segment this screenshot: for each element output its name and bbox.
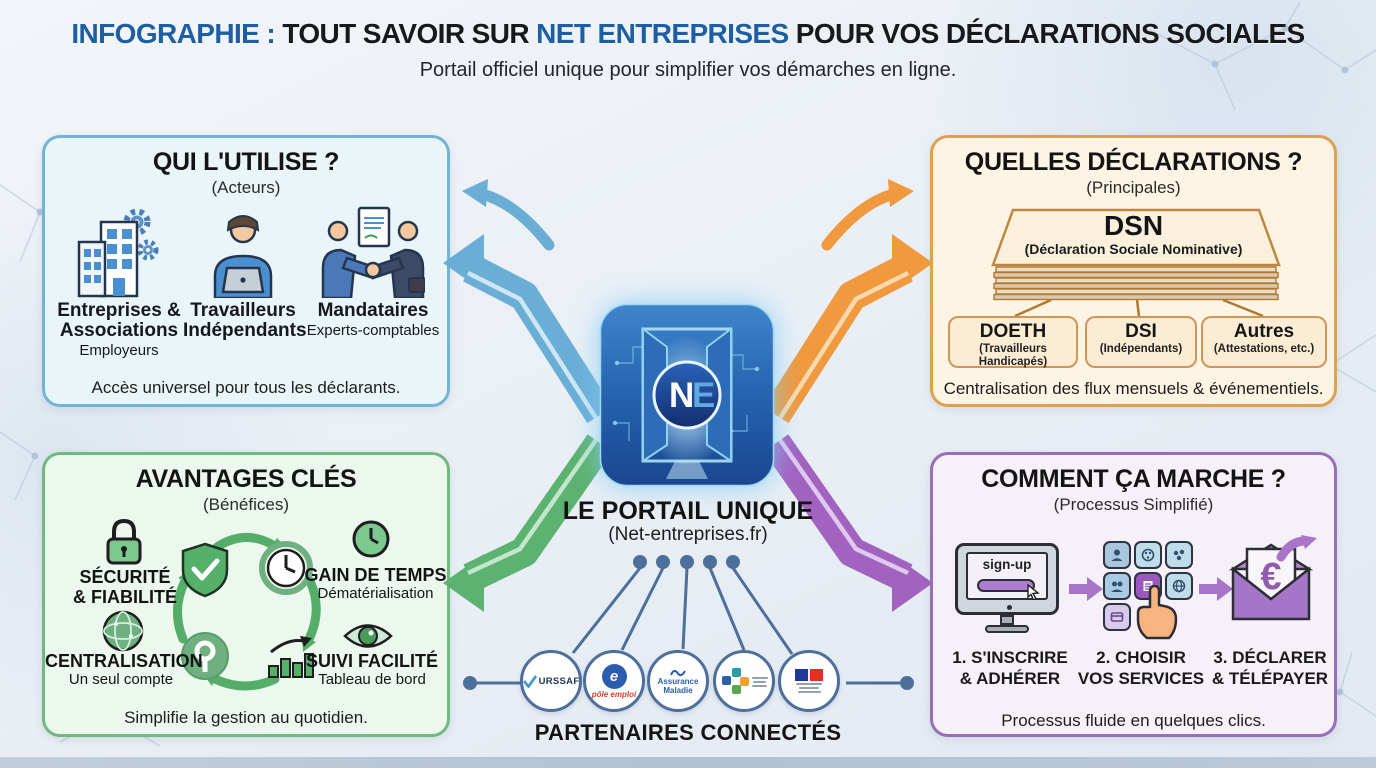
benefits-cycle-arrows bbox=[173, 533, 321, 691]
globe-icon bbox=[102, 610, 144, 652]
benefit-security: SÉCURITÉ & FIABILITÉ bbox=[73, 567, 177, 607]
clock-ring-icon bbox=[259, 541, 313, 595]
shield-check-icon bbox=[181, 542, 229, 598]
badge-letter-e: E bbox=[692, 376, 715, 415]
service-cell-globe bbox=[1165, 572, 1193, 600]
arrow-to-users bbox=[443, 179, 613, 424]
panel-footer: Processus fluide en quelques clics. bbox=[1001, 711, 1266, 730]
service-cell-card bbox=[1103, 603, 1131, 631]
eye-icon bbox=[343, 624, 393, 648]
panel-title: COMMENT ÇA MARCHE ? bbox=[981, 465, 1286, 493]
envelope-euro-icon: € bbox=[1228, 535, 1317, 621]
illegible-text-bars bbox=[796, 681, 822, 693]
dsn-subtitle: (Déclaration Sociale Nominative) bbox=[1024, 241, 1243, 257]
portal-url: (Net-entreprises.fr) bbox=[608, 524, 768, 545]
signup-button bbox=[977, 579, 1035, 592]
title-brand: NET ENTREPRISES bbox=[536, 18, 789, 49]
services-grid-icon bbox=[1103, 541, 1195, 631]
colored-squares-logo bbox=[721, 668, 749, 694]
panel-subtitle: (Acteurs) bbox=[211, 178, 281, 197]
bar-chart-icon bbox=[268, 636, 314, 678]
step-arrow-icon bbox=[1069, 577, 1103, 601]
declaration-chip-doeth: DOETH (Travailleurs Handicapés) bbox=[948, 316, 1078, 368]
declaration-chip-autres: Autres (Attestations, etc.) bbox=[1201, 316, 1327, 368]
panel-title: AVANTAGES CLÉS bbox=[135, 465, 357, 493]
user-group-employers: Entreprises & Associations Employeurs bbox=[57, 300, 181, 360]
partner-circle-gouv bbox=[778, 650, 840, 712]
assurance-maladie-logo bbox=[670, 669, 686, 677]
benefit-centralisation: CENTRALISATION Un seul compte bbox=[45, 651, 203, 688]
panel-who-uses-it: QUI L'UTILISE ? (Acteurs) bbox=[42, 135, 450, 407]
user-group-independents: Travailleurs Indépendants bbox=[183, 300, 307, 341]
french-flag-logo bbox=[795, 669, 823, 681]
service-cell-users bbox=[1103, 572, 1131, 600]
ne-badge bbox=[652, 360, 722, 430]
service-cell-palette bbox=[1134, 541, 1162, 569]
step-arrow-icon bbox=[1199, 577, 1233, 601]
declaration-chip-dsi: DSI (Indépendants) bbox=[1085, 316, 1197, 368]
arrow-to-declarations bbox=[763, 179, 933, 424]
panel-how-it-works: COMMENT ÇA MARCHE ? (Processus Simplifié… bbox=[930, 452, 1337, 737]
pin-circle-icon bbox=[181, 632, 229, 680]
cursor-icon bbox=[1027, 584, 1040, 600]
step-3-label: 3. DÉCLARER & TÉLÉPAYER bbox=[1211, 648, 1329, 688]
illegible-text-bars bbox=[751, 675, 768, 687]
lock-icon bbox=[106, 518, 142, 565]
step-2-label: 2. CHOISIR VOS SERVICES bbox=[1077, 648, 1205, 688]
user-group-mandataires: Mandataires Experts-comptables bbox=[306, 300, 440, 340]
dsn-title: DSN bbox=[1103, 210, 1164, 241]
panel-title: QUELLES DÉCLARATIONS ? bbox=[964, 148, 1303, 176]
dsn-stack-icon bbox=[991, 208, 1281, 318]
pointing-hand-icon bbox=[1136, 585, 1178, 640]
building-gears-icon bbox=[77, 208, 159, 298]
pole-emploi-logo: e bbox=[601, 663, 627, 689]
urssaf-logo bbox=[522, 674, 537, 688]
monitor-neck bbox=[1000, 615, 1014, 625]
clock-icon bbox=[352, 520, 390, 558]
net-entreprises-portal-logo: N E bbox=[599, 303, 775, 487]
monitor-base bbox=[985, 625, 1029, 633]
panel-footer: Centralisation des flux mensuels & événe… bbox=[943, 379, 1324, 398]
benefit-tracking: SUIVI FACILITÉ Tableau de bord bbox=[305, 651, 438, 688]
partner-circle-pole-emploi: e pôle emploi bbox=[583, 650, 645, 712]
signup-label: sign-up bbox=[982, 557, 1032, 572]
title-suffix: POUR VOS DÉCLARATIONS SOCIALES bbox=[795, 18, 1305, 49]
freelancer-laptop-icon bbox=[213, 215, 273, 298]
panel-footer: Simplifie la gestion au quotidien. bbox=[124, 708, 368, 727]
portal-title: LE PORTAIL UNIQUE bbox=[562, 497, 814, 525]
panel-subtitle: (Bénéfices) bbox=[203, 495, 289, 514]
title-mid: TOUT SAVOIR SUR bbox=[282, 18, 529, 49]
partner-circle-assurance-maladie: Assurance Maladie bbox=[647, 650, 709, 712]
handshake-document-icon bbox=[321, 206, 425, 298]
badge-letter-n: N bbox=[669, 376, 694, 415]
step-1-label: 1. S'INSCRIRE & ADHÉRER bbox=[952, 648, 1068, 688]
service-cell-cluster bbox=[1165, 541, 1193, 569]
service-cell-user bbox=[1103, 541, 1131, 569]
monitor-frame: sign-up bbox=[955, 543, 1059, 615]
panel-title: QUI L'UTILISE ? bbox=[152, 148, 340, 176]
partner-circle-squares bbox=[713, 650, 775, 712]
panel-benefits: AVANTAGES CLÉS (Bénéfices) bbox=[42, 452, 450, 737]
panel-subtitle: (Processus Simplifié) bbox=[1053, 495, 1214, 514]
panel-declarations: QUELLES DÉCLARATIONS ? (Principales) DSN… bbox=[930, 135, 1337, 407]
euro-symbol: € bbox=[1260, 556, 1281, 598]
partner-circle-urssaf: URSSAF bbox=[520, 650, 582, 712]
title-prefix: INFOGRAPHIE : bbox=[71, 18, 276, 49]
monitor-camera-dot bbox=[1007, 605, 1012, 610]
page-title: INFOGRAPHIE : TOUT SAVOIR SUR NET ENTREP… bbox=[0, 18, 1376, 50]
page-subtitle: Portail officiel unique pour simplifier … bbox=[419, 59, 957, 81]
monitor-screen: sign-up bbox=[966, 552, 1048, 600]
partners-title: PARTENAIRES CONNECTÉS bbox=[534, 720, 842, 745]
benefit-time-saving: GAIN DE TEMPS Dématérialisation bbox=[304, 565, 447, 602]
signup-monitor-icon: sign-up bbox=[955, 543, 1059, 639]
bottom-edge-band bbox=[0, 757, 1376, 768]
panel-subtitle: (Principales) bbox=[1086, 178, 1181, 197]
panel-footer: Accès universel pour tous les déclarants… bbox=[91, 378, 401, 397]
